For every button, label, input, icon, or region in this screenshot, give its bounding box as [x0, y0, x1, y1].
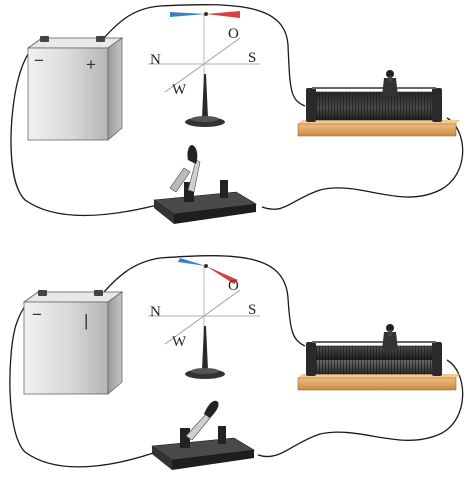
label-origin: O: [228, 278, 239, 294]
compass: N S W O: [148, 11, 260, 127]
rheostat-slider-icon: [382, 332, 398, 350]
rheostat-slider-icon: [382, 78, 398, 96]
compass: N S W O: [148, 258, 260, 379]
battery: − |: [22, 290, 124, 395]
battery-terminal-positive: [94, 290, 103, 296]
label-south: S: [248, 50, 256, 66]
needle-south-icon: [206, 11, 240, 18]
circuit-wire: [10, 4, 464, 217]
label-west: W: [172, 82, 187, 98]
label-north: N: [150, 304, 161, 320]
battery-negative-label: −: [34, 51, 44, 70]
switch-blade-icon: [187, 159, 201, 193]
rheostat: [297, 324, 460, 391]
battery: − +: [26, 36, 124, 141]
battery-negative-label: −: [32, 305, 42, 324]
label-north: N: [150, 52, 161, 68]
needle-north-icon: [178, 258, 206, 266]
label-origin: O: [228, 26, 239, 42]
axis-west-origin: [164, 289, 241, 345]
switch-handle-icon: [187, 144, 198, 164]
needle-south-icon: [206, 266, 238, 284]
label-west: W: [172, 334, 187, 350]
compass-stand: [202, 326, 208, 370]
compass-stand: [202, 74, 208, 118]
axis-west-origin: [164, 37, 241, 93]
switch-handle-icon: [204, 400, 219, 418]
battery-terminal-positive: [96, 36, 105, 42]
knife-switch: [153, 144, 257, 224]
knife-switch: [151, 400, 255, 470]
battery-positive-label: +: [86, 55, 96, 74]
rheostat: [297, 70, 460, 137]
top-circuit: − + N S W O: [10, 4, 464, 224]
needle-north-icon: [170, 12, 206, 17]
switch-blade-icon: [185, 413, 211, 441]
bottom-circuit: − | N S W O: [9, 255, 464, 470]
circuit-wire: [9, 255, 464, 468]
battery-terminal-negative: [40, 36, 49, 42]
battery-positive-label: |: [84, 311, 88, 330]
label-south: S: [248, 302, 256, 318]
battery-terminal-negative: [38, 290, 47, 296]
